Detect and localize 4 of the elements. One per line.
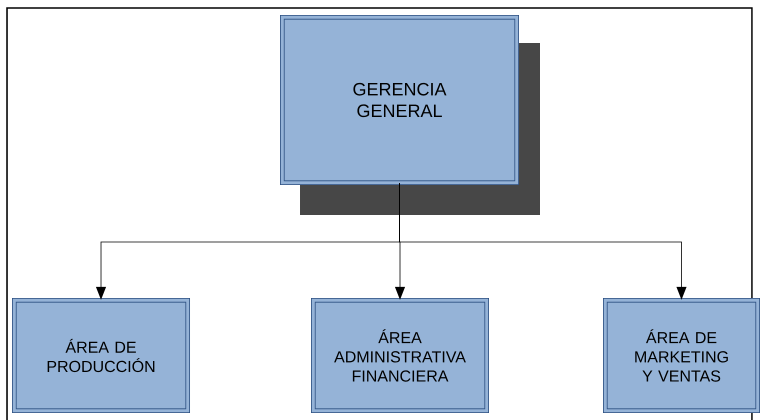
org-box: ÁREA DE PRODUCCIÓN — [12, 298, 190, 413]
org-box: ÁREA DE MARKETING Y VENTAS — [603, 298, 760, 413]
org-box: ÁREA ADMINISTRATIVA FINANCIERA — [311, 298, 489, 413]
org-box: GERENCIA GENERAL — [280, 15, 519, 185]
